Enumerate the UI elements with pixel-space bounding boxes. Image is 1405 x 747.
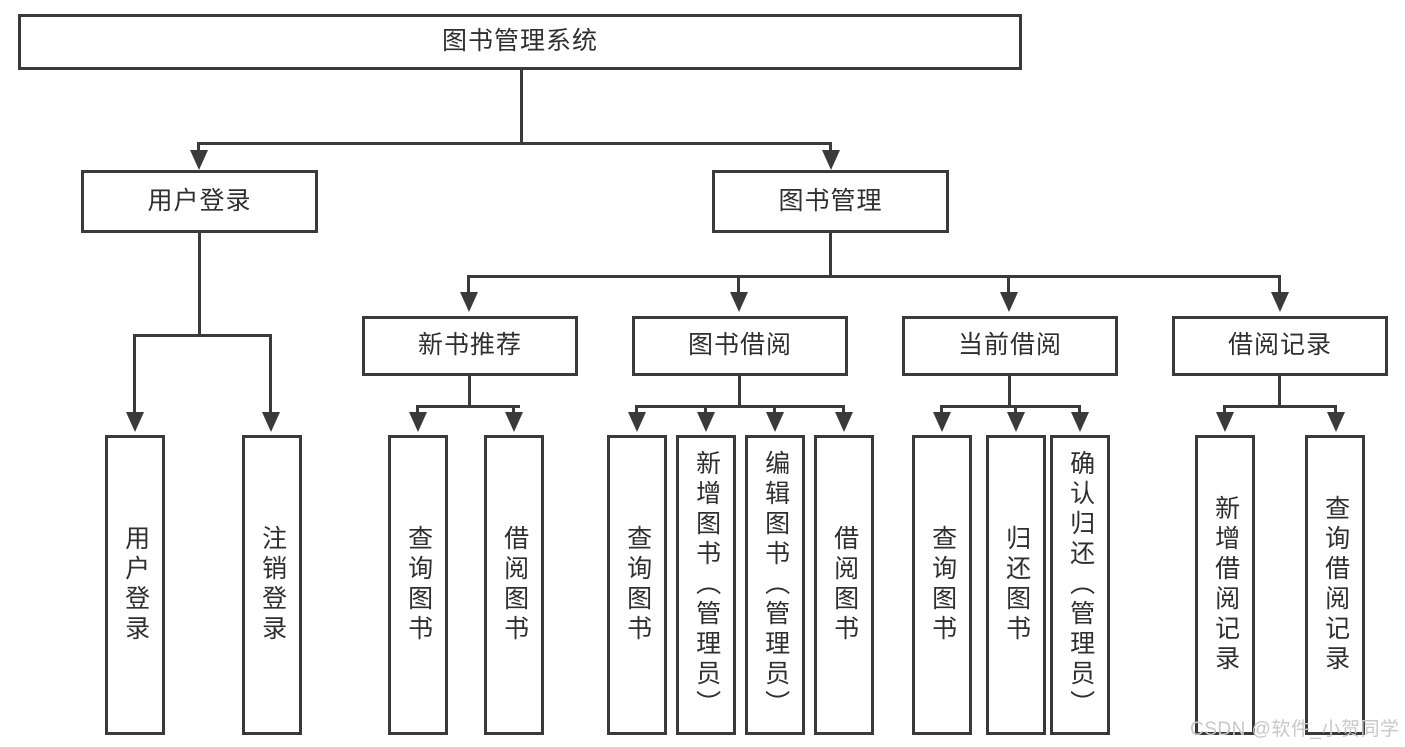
node-leaf-borrow-book-1: 借阅图书 bbox=[484, 435, 544, 735]
node-label: 借阅图书 bbox=[500, 525, 529, 645]
node-leaf-return-book: 归还图书 bbox=[986, 435, 1046, 735]
connector-borrow-record-stem bbox=[1278, 376, 1281, 408]
node-leaf-query-book-2: 查询图书 bbox=[607, 435, 667, 735]
node-leaf-user-login: 用户登录 bbox=[105, 435, 165, 735]
arrow-to-leaf-logout-login bbox=[262, 412, 280, 432]
connector-book-manage-bar bbox=[467, 275, 1281, 278]
node-leaf-borrow-book-2: 借阅图书 bbox=[814, 435, 874, 735]
connector-user-login-drop-1 bbox=[133, 334, 136, 416]
node-label: 确认归还（管理员） bbox=[1066, 450, 1095, 720]
connector-user-login-drop-2 bbox=[269, 334, 272, 416]
arrow-to-leaf-query-record bbox=[1327, 412, 1345, 432]
node-leaf-logout-login: 注销登录 bbox=[242, 435, 302, 735]
arrow-to-leaf-borrow-book-1 bbox=[505, 412, 523, 432]
node-leaf-add-record: 新增借阅记录 bbox=[1195, 435, 1255, 735]
node-label: 图书管理 bbox=[778, 186, 883, 215]
connector-current-borrow-stem bbox=[1008, 376, 1011, 408]
node-leaf-query-book-1: 查询图书 bbox=[388, 435, 448, 735]
node-label: 注销登录 bbox=[258, 525, 287, 645]
connector-user-login-stem bbox=[198, 233, 201, 337]
arrow-to-current-borrow bbox=[1000, 292, 1018, 312]
arrow-to-leaf-edit-book bbox=[766, 412, 784, 432]
arrow-to-user-login bbox=[190, 150, 208, 170]
node-label: 图书借阅 bbox=[687, 331, 792, 360]
connector-new-book-rec-stem bbox=[468, 376, 471, 408]
arrow-to-leaf-add-book bbox=[697, 412, 715, 432]
arrow-to-leaf-return-book bbox=[1007, 412, 1025, 432]
node-leaf-query-book-3: 查询图书 bbox=[912, 435, 972, 735]
node-leaf-edit-book: 编辑图书（管理员） bbox=[745, 435, 805, 735]
connector-root-bar bbox=[197, 142, 832, 145]
node-label: 查询图书 bbox=[928, 525, 957, 645]
arrow-to-borrow-record bbox=[1271, 292, 1289, 312]
connector-book-manage-drop-3 bbox=[1007, 275, 1010, 299]
node-label: 查询图书 bbox=[623, 525, 652, 645]
node-user-login: 用户登录 bbox=[81, 170, 318, 233]
node-leaf-query-record: 查询借阅记录 bbox=[1305, 435, 1365, 735]
connector-new-book-rec-bar bbox=[416, 405, 520, 408]
arrow-to-leaf-confirm-return bbox=[1071, 412, 1089, 432]
connector-book-manage-drop-2 bbox=[737, 275, 740, 299]
node-label: 编辑图书（管理员） bbox=[761, 450, 790, 720]
connector-book-manage-stem bbox=[829, 233, 832, 278]
node-label: 图书管理系统 bbox=[441, 27, 598, 56]
arrow-to-leaf-query-book-3 bbox=[933, 412, 951, 432]
node-label: 查询图书 bbox=[404, 525, 433, 645]
node-new-book-rec: 新书推荐 bbox=[362, 316, 578, 376]
node-label: 新增借阅记录 bbox=[1211, 495, 1240, 675]
connector-borrow-record-bar bbox=[1223, 405, 1337, 408]
node-book-borrow: 图书借阅 bbox=[632, 316, 848, 376]
arrow-to-leaf-add-record bbox=[1216, 412, 1234, 432]
node-book-manage: 图书管理 bbox=[712, 170, 949, 233]
arrow-to-new-book-rec bbox=[460, 292, 478, 312]
connector-book-borrow-bar bbox=[635, 405, 844, 408]
connector-user-login-bar bbox=[133, 334, 272, 337]
arrow-to-book-manage bbox=[822, 150, 840, 170]
node-label: 归还图书 bbox=[1002, 525, 1031, 645]
node-label: 新增图书（管理员） bbox=[692, 450, 721, 720]
node-root-system: 图书管理系统 bbox=[18, 14, 1022, 70]
arrow-to-book-borrow bbox=[730, 292, 748, 312]
connector-current-borrow-bar bbox=[940, 405, 1080, 408]
node-label: 查询借阅记录 bbox=[1321, 495, 1350, 675]
node-label: 借阅记录 bbox=[1227, 331, 1332, 360]
node-leaf-add-book: 新增图书（管理员） bbox=[676, 435, 736, 735]
csdn-watermark: CSDN @软件_小贺同学 bbox=[1190, 719, 1400, 740]
node-leaf-confirm-return: 确认归还（管理员） bbox=[1050, 435, 1110, 735]
node-label: 新书推荐 bbox=[417, 331, 522, 360]
node-current-borrow: 当前借阅 bbox=[902, 316, 1118, 376]
connector-book-manage-drop-1 bbox=[467, 275, 470, 299]
connector-book-manage-drop-4 bbox=[1278, 275, 1281, 299]
connector-root-stem bbox=[520, 70, 523, 143]
connector-book-borrow-stem bbox=[738, 376, 741, 408]
node-label: 用户登录 bbox=[121, 525, 150, 645]
node-label: 用户登录 bbox=[147, 186, 252, 215]
arrow-to-leaf-user-login bbox=[126, 412, 144, 432]
node-label: 当前借阅 bbox=[957, 331, 1062, 360]
arrow-to-leaf-borrow-book-2 bbox=[835, 412, 853, 432]
arrow-to-leaf-query-book-1 bbox=[409, 412, 427, 432]
node-borrow-record: 借阅记录 bbox=[1172, 316, 1388, 376]
arrow-to-leaf-query-book-2 bbox=[628, 412, 646, 432]
node-label: 借阅图书 bbox=[830, 525, 859, 645]
